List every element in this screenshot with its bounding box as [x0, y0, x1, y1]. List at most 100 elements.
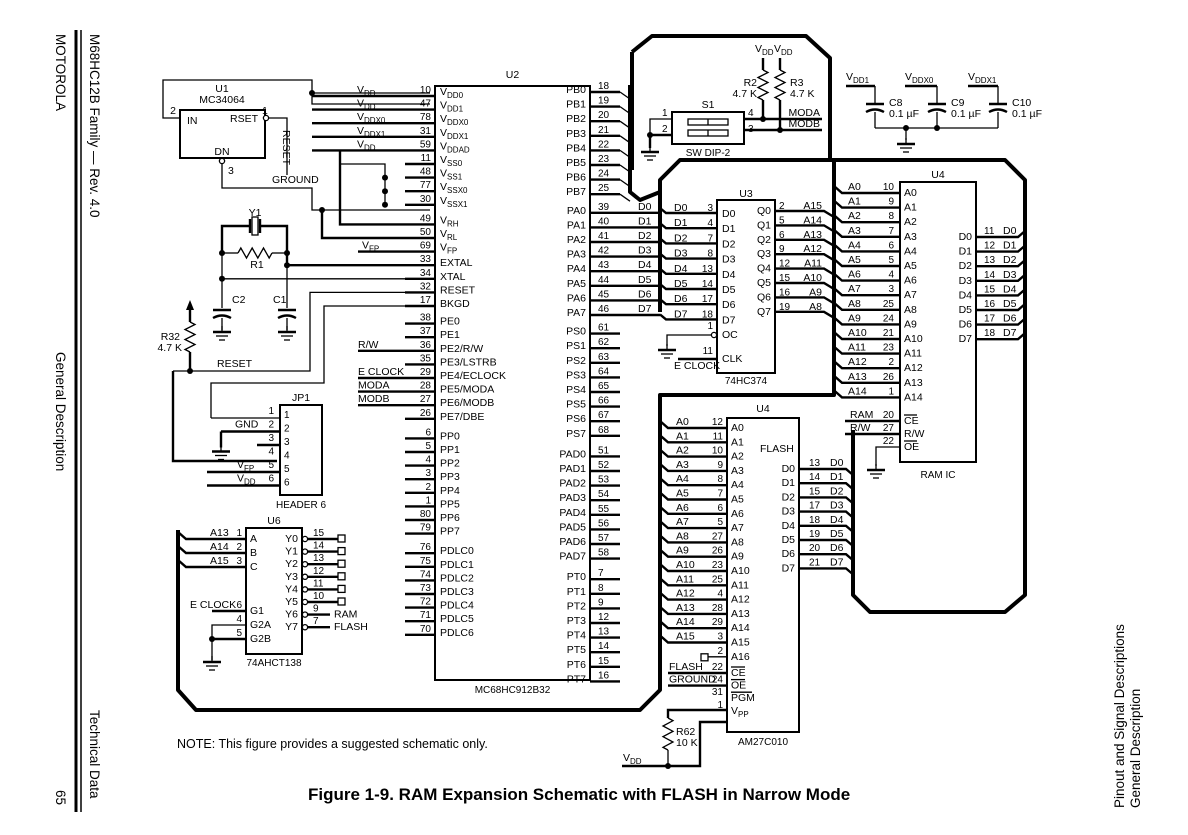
- u6-pin-num: 5: [236, 628, 242, 639]
- r2-value: 4.7 K: [732, 88, 757, 100]
- ram-pin-num: 23: [883, 343, 895, 354]
- ram-pin-name: D4: [959, 289, 973, 301]
- u2-pin-num: 46: [598, 304, 610, 315]
- inversion-bubble: [301, 586, 309, 593]
- ram-net-label: A12: [848, 356, 867, 368]
- junction-dot: [777, 127, 783, 133]
- flash-data-wire: [799, 567, 854, 576]
- cap-net-label: VDD1: [846, 71, 870, 85]
- u2-pin-name: PE2/R/W: [440, 343, 483, 355]
- u3-net-label: A13: [803, 229, 822, 241]
- ram-pin-num: 17: [984, 314, 996, 325]
- u6-pin-num: 15: [313, 528, 325, 539]
- u2-pin-name: VDDAD: [440, 140, 470, 154]
- u1-pin-num: 1: [262, 105, 268, 117]
- flash-net-label: A5: [676, 488, 689, 500]
- u2-pin-num: 69: [420, 241, 432, 252]
- ram-addr-wire: [833, 185, 900, 195]
- u3-pin-name: Q7: [757, 306, 771, 318]
- u6-pin-name: Y3: [285, 571, 298, 583]
- inversion-bubble: [301, 611, 309, 618]
- ram-data-wire: [976, 259, 1026, 268]
- u2-pin-name: PB6: [566, 172, 586, 184]
- flash-net-label: A13: [676, 602, 695, 614]
- u2-pin-num: 4: [425, 455, 431, 466]
- ram-net-label: D0: [1003, 225, 1017, 237]
- ram-pin-num: 6: [888, 240, 894, 251]
- jp1-part: HEADER 6: [276, 500, 326, 511]
- u2-data-label: D6: [638, 288, 652, 300]
- ram-net-label: A4: [848, 239, 861, 251]
- u2-pin-num: 14: [598, 641, 610, 652]
- u2-pin-num: 16: [598, 670, 610, 681]
- u2-pin-name: PS2: [566, 355, 586, 367]
- ram-pin-num: 12: [984, 241, 996, 252]
- u2-pin-num: 49: [420, 213, 432, 224]
- u3-net-label: A11: [804, 258, 822, 270]
- u3-net-label: D7: [674, 308, 688, 320]
- reset-net-label: RESET: [217, 358, 253, 370]
- c1-ref: C1: [273, 294, 287, 306]
- u2-pin-num: 74: [420, 569, 432, 580]
- u2-pin-name: PAD0: [559, 448, 586, 460]
- u2-pin-name: PT7: [567, 673, 586, 685]
- c2-ref: C2: [232, 294, 246, 306]
- u2-data-label: D1: [638, 215, 652, 227]
- inversion-bubble: [301, 535, 309, 543]
- u3-pin-num: 17: [702, 294, 714, 305]
- u2-pin-num: 21: [598, 125, 610, 136]
- flash-addr-wire: [659, 591, 727, 601]
- flash-addr-wire: [659, 563, 727, 573]
- u2-pin-num: 15: [598, 656, 610, 667]
- cap-value: 0.1 µF: [889, 108, 919, 120]
- u6-pin-num: 3: [236, 556, 242, 567]
- u2-pin-num: 20: [598, 110, 610, 121]
- u2-pin-num: 67: [598, 410, 610, 421]
- u3-pin-name: Q4: [757, 263, 771, 275]
- jp1-pin-num: 6: [284, 478, 290, 489]
- jp1-pin-num-outer: 5: [268, 460, 274, 471]
- u3-pin-num: 8: [707, 249, 713, 260]
- u2-pin-name: PAD5: [559, 521, 586, 533]
- ram-net-label: A2: [848, 210, 861, 222]
- inversion-bubble: [218, 157, 226, 165]
- u2-pin-name: RESET: [440, 284, 476, 296]
- flash-pin-name: D2: [782, 491, 796, 503]
- u3-net-label: A10: [803, 272, 822, 284]
- extal-wire: [285, 253, 405, 267]
- bus-data-upper: [628, 85, 1027, 614]
- flash-pin-num: 24: [712, 675, 724, 686]
- ram-data-wire: [976, 244, 1026, 253]
- u3-q-wire: [775, 296, 835, 305]
- ram-net-label: A14: [848, 385, 867, 397]
- doc-type-label: Technical Data: [87, 710, 102, 799]
- u3-clk-net: E CLOCK: [674, 360, 720, 372]
- capacitor-icon: [212, 314, 232, 320]
- u2-net-label: VDDX0: [357, 111, 386, 125]
- ram-pin-name: CE: [904, 415, 919, 427]
- crystal-icon: [251, 216, 259, 236]
- ram-net-label: D2: [1003, 254, 1017, 266]
- figure-caption: Figure 1-9. RAM Expansion Schematic with…: [308, 785, 850, 804]
- u3-pin-num: 2: [779, 201, 785, 212]
- ram-pin-name: D5: [959, 304, 973, 316]
- s1-pin-num: 2: [662, 124, 668, 135]
- u2-pin-num: 30: [420, 194, 432, 205]
- u2-pin-name: PA1: [567, 219, 586, 231]
- u2-pin-name: PT5: [567, 644, 586, 656]
- u2-pin-name: PAD3: [559, 492, 586, 504]
- ram-net-label: A8: [848, 298, 861, 310]
- u2-pin-num: 62: [598, 337, 610, 348]
- u2-pin-name: PB1: [566, 99, 586, 111]
- flash-pin-num: 28: [712, 603, 724, 614]
- u2-pin-name: VDDX0: [440, 113, 469, 127]
- jp1-pin-num: 1: [284, 410, 290, 421]
- u1-ref: U1: [215, 83, 229, 95]
- capacitor-icon: [988, 108, 1008, 114]
- u6-net-label: E CLOCK: [190, 599, 236, 611]
- u3-pin-name: D7: [722, 314, 736, 326]
- header-title: M68HC12B Family — Rev. 4.0: [87, 34, 102, 218]
- u2-pin-num: 31: [420, 126, 432, 137]
- junction-dot: [382, 201, 388, 208]
- u1-reset-wire: [269, 117, 288, 175]
